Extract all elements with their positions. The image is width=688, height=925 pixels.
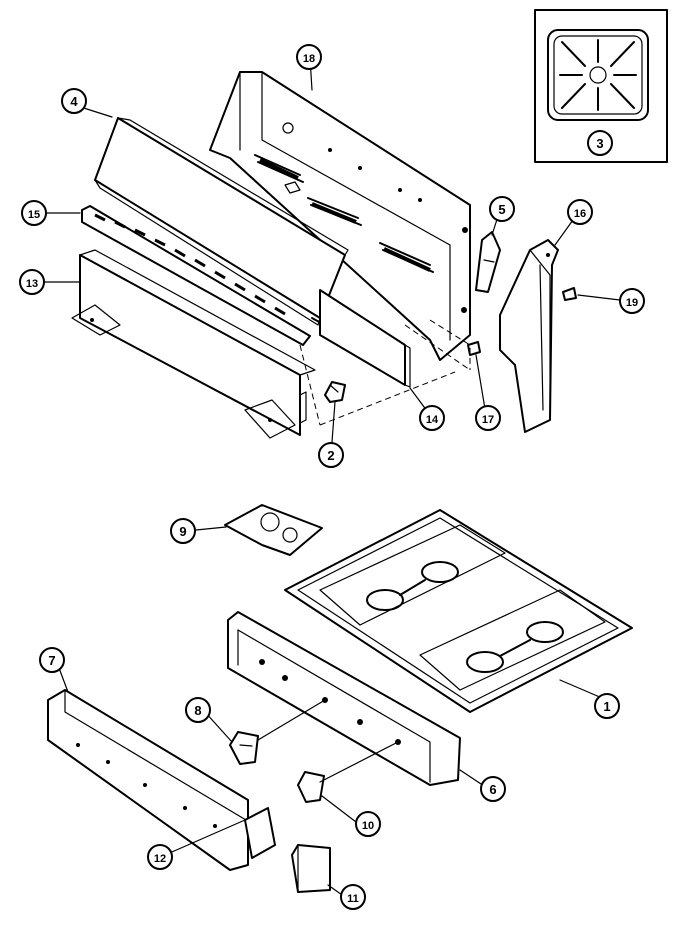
callout-13: 13 xyxy=(19,269,45,295)
side-trim xyxy=(47,689,276,871)
vent-strip xyxy=(81,205,311,346)
back-panel xyxy=(209,71,471,361)
callout-10: 10 xyxy=(355,811,381,837)
callout-7: 7 xyxy=(39,647,65,673)
callout-16: 16 xyxy=(567,199,593,225)
svg-text:16: 16 xyxy=(574,208,586,220)
callout-11: 11 xyxy=(340,884,366,910)
callout-18: 18 xyxy=(296,44,322,70)
knob xyxy=(297,771,325,803)
burner-gasket xyxy=(224,504,323,556)
svg-text:8: 8 xyxy=(194,703,201,718)
svg-text:1: 1 xyxy=(603,699,610,714)
cooktop xyxy=(284,509,633,713)
control-back-panel xyxy=(71,249,316,439)
assembly-line xyxy=(299,324,471,426)
callout-14: 14 xyxy=(419,405,445,431)
svg-text:10: 10 xyxy=(362,820,374,832)
svg-text:2: 2 xyxy=(327,448,334,463)
screw xyxy=(562,287,577,301)
svg-text:12: 12 xyxy=(154,853,166,865)
assembly-line xyxy=(429,319,471,370)
svg-text:15: 15 xyxy=(28,209,40,221)
leader-line xyxy=(319,741,399,783)
svg-text:14: 14 xyxy=(426,414,439,426)
callout-4: 4 xyxy=(61,88,87,114)
control-panel-front xyxy=(227,611,461,786)
callout-3: 3 xyxy=(587,130,613,156)
callout-5: 5 xyxy=(489,196,515,222)
svg-text:19: 19 xyxy=(626,297,638,309)
end-cap xyxy=(499,239,559,433)
callout-9: 9 xyxy=(170,518,196,544)
small-block xyxy=(291,844,331,893)
callout-12: 12 xyxy=(147,844,173,870)
screw xyxy=(467,341,481,356)
svg-text:6: 6 xyxy=(489,782,496,797)
svg-text:4: 4 xyxy=(70,94,78,109)
panel-bracket xyxy=(319,289,411,388)
callout-8: 8 xyxy=(185,697,211,723)
callout-17: 17 xyxy=(475,405,501,431)
svg-text:9: 9 xyxy=(179,524,186,539)
svg-text:18: 18 xyxy=(303,53,315,65)
top-trim xyxy=(94,117,349,329)
svg-text:5: 5 xyxy=(498,202,505,217)
svg-text:3: 3 xyxy=(596,136,603,151)
knob xyxy=(229,731,259,765)
svg-text:13: 13 xyxy=(26,278,38,290)
small-bracket xyxy=(475,231,501,293)
callout-6: 6 xyxy=(480,776,506,802)
callout-15: 15 xyxy=(21,200,47,226)
leader-line xyxy=(257,699,326,741)
callout-2: 2 xyxy=(318,442,344,468)
svg-text:17: 17 xyxy=(482,414,494,426)
clip-part xyxy=(324,381,346,403)
callout-19: 19 xyxy=(619,288,645,314)
callout-1: 1 xyxy=(594,693,620,719)
grate-inset xyxy=(534,9,668,163)
svg-text:7: 7 xyxy=(48,653,55,668)
svg-text:11: 11 xyxy=(347,893,359,905)
